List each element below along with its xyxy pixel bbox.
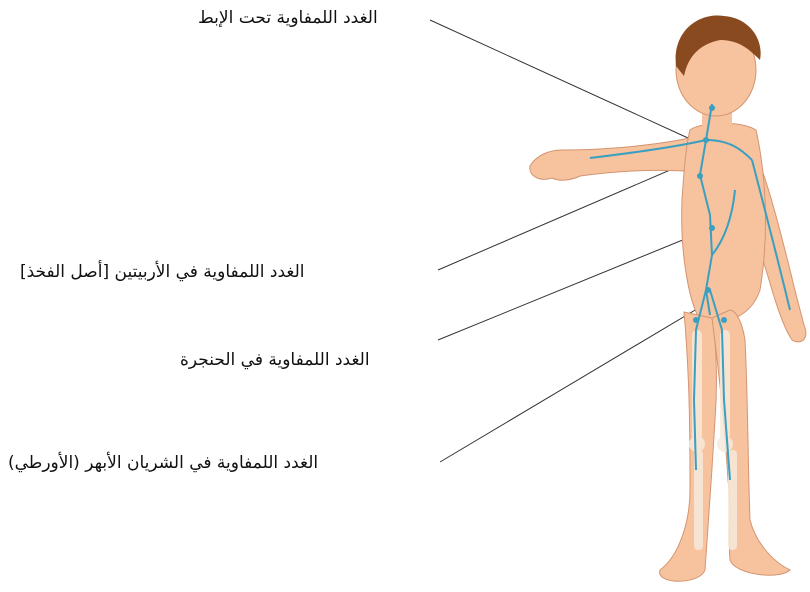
label-laryngeal-nodes: الغدد اللمفاوية في الحنجرة xyxy=(180,350,370,370)
label-aortic-nodes: الغدد اللمفاوية في الشريان الأبهر (الأور… xyxy=(8,453,318,473)
label-axillary-nodes: الغدد اللمفاوية تحت الإبط xyxy=(198,8,378,28)
torso xyxy=(682,123,766,320)
label-inguinal-nodes: الغدد اللمفاوية في الأربيتين [أصل الفخذ] xyxy=(20,262,305,282)
left-leg xyxy=(660,312,717,581)
left-arm xyxy=(530,138,700,180)
leader-line-axillary xyxy=(430,20,688,138)
leader-line-aortic xyxy=(440,300,712,462)
child-figure xyxy=(530,15,806,581)
leader-line-laryngeal xyxy=(438,228,712,340)
leader-lines xyxy=(430,20,712,462)
